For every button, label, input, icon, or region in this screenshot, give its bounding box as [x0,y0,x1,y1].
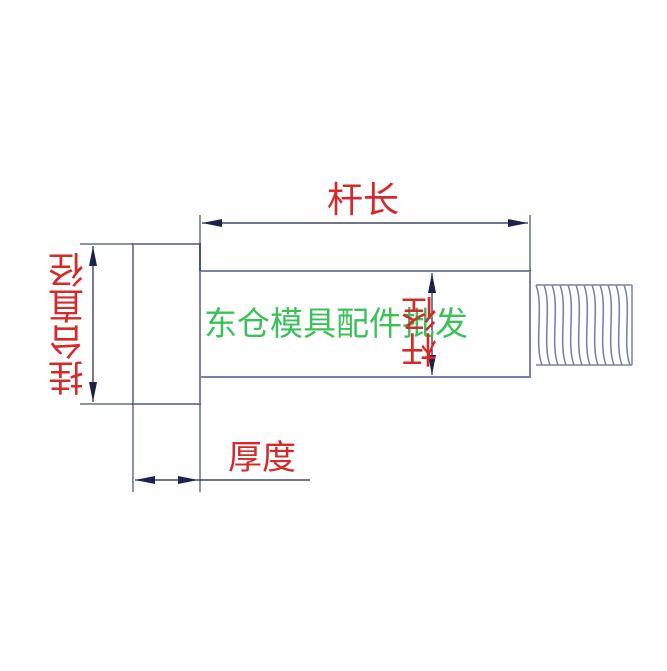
thread-ridge [543,284,551,366]
thread-ridge [551,284,559,366]
thread-ridge [583,284,591,366]
thread-ridge [599,284,607,366]
thread-ridge [591,284,599,366]
thread-ridge [615,284,623,366]
thread-ridge [607,284,615,366]
label-head-diameter: 挂台直径 [49,252,90,396]
part-head [132,243,201,405]
part-thread [535,284,633,366]
arrow-down-icon [428,355,436,375]
thread-ridge [559,284,567,366]
thread-ridge [575,284,583,366]
arrow-down-icon [89,382,97,402]
thread-ridge [623,284,631,366]
thread-ridge [535,284,543,366]
arrow-up-icon [89,246,97,266]
arrow-right-icon [178,476,198,484]
part-shank [199,270,531,378]
arrow-left-icon [135,476,155,484]
label-rod-diameter: 杆径 [402,296,443,368]
watermark-text: 东仓模具配件批发 [204,304,468,343]
label-rod-length: 杆长 [327,180,400,221]
arrow-right-icon [508,219,528,227]
arrow-left-icon [202,219,222,227]
thread-ridge [567,284,575,366]
label-thickness: 厚度 [228,438,296,478]
arrow-up-icon [428,273,436,293]
